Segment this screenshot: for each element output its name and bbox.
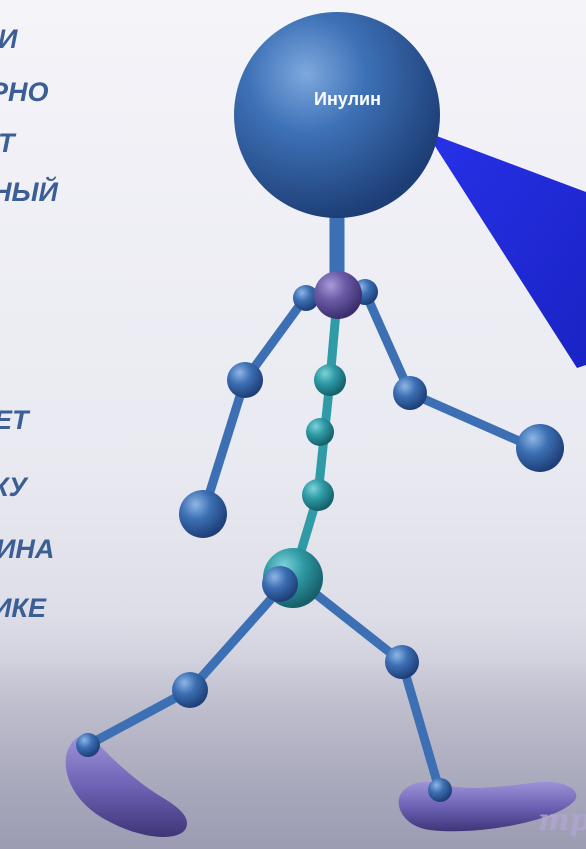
head-sphere	[234, 12, 440, 218]
text-line: КУ	[0, 472, 27, 502]
text-line: ЕТ	[0, 405, 29, 435]
text-line: НЫЙ	[0, 177, 58, 207]
pointer-wedge	[426, 132, 586, 368]
text-line: РНО	[0, 77, 49, 107]
left-foot	[65, 735, 188, 837]
text-line: ИНА	[0, 534, 55, 564]
watermark-logo: mp	[538, 803, 586, 838]
joints	[76, 271, 564, 802]
head-label: Инулин	[314, 89, 381, 109]
text-line: Т	[0, 126, 15, 160]
text-line: ИКЕ	[0, 593, 47, 623]
text-line: И	[0, 22, 17, 56]
